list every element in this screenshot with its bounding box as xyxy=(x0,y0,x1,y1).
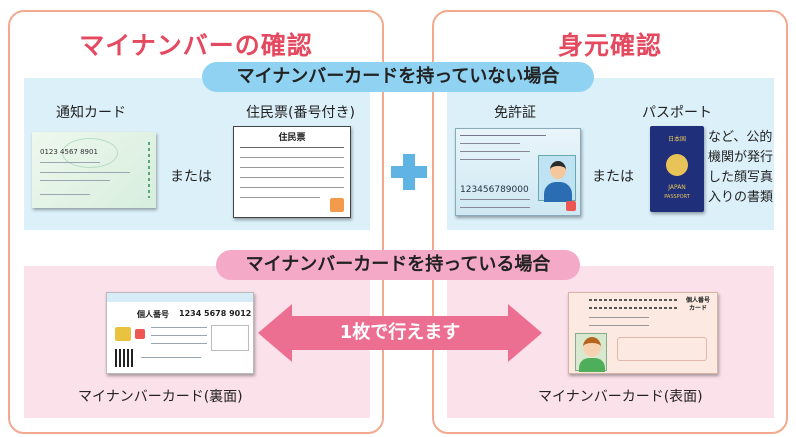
other-docs-line: 入りの書類 xyxy=(708,190,774,205)
card-front-photo xyxy=(575,333,607,372)
license-photo xyxy=(538,155,576,202)
juminhyo-doc-title: 住民票 xyxy=(278,133,306,143)
qr-code-icon xyxy=(115,349,133,367)
or-label-right: または xyxy=(592,169,634,185)
has-card-banner: マイナンバーカードを持っている場合 xyxy=(216,250,580,280)
plus-icon-vertical xyxy=(403,154,415,190)
notification-card-label: 通知カード xyxy=(56,105,126,121)
ic-chip-icon xyxy=(115,327,131,341)
single-step-text: 1枚で行えます xyxy=(339,322,461,343)
card-front-caption: マイナンバーカード(表面) xyxy=(538,389,703,405)
card-back-number: 1234 5678 9012 xyxy=(179,309,252,318)
identity-title: 身元確認 xyxy=(557,31,662,60)
my-number-title: マイナンバーの確認 xyxy=(79,31,313,60)
passport-image: 日本国 JAPAN PASSPORT xyxy=(650,126,704,212)
juminhyo-label: 住民票(番号付き) xyxy=(246,105,355,121)
chrysanthemum-seal-icon xyxy=(666,154,688,176)
card-back-caption: マイナンバーカード(裏面) xyxy=(78,389,243,405)
no-card-banner: マイナンバーカードを持っていない場合 xyxy=(202,62,594,92)
license-label: 免許証 xyxy=(494,105,536,121)
card-front-heading: 個人番号カード xyxy=(685,297,710,312)
mynumber-card-front-image: 個人番号カード xyxy=(568,292,718,374)
passport-cover-text: JAPAN xyxy=(668,184,686,191)
card-back-heading: 個人番号 xyxy=(137,310,169,319)
seal-icon xyxy=(330,198,344,212)
other-docs-line: など、公的 xyxy=(708,130,773,145)
or-label-left: または xyxy=(170,169,212,185)
other-docs-line: した顔写真 xyxy=(708,170,774,185)
notification-card-image: 0123 4567 8901 xyxy=(32,132,156,208)
other-documents-note: など、公的 機関が発行 した顔写真 入りの書類 xyxy=(708,128,773,208)
juminhyo-image: 住民票 xyxy=(233,126,351,218)
double-arrow-icon xyxy=(258,304,542,362)
mynumber-card-back-image: 個人番号 1234 5678 9012 xyxy=(106,292,254,374)
license-image: 123456789000 xyxy=(455,128,581,216)
notification-card-number: 0123 4567 8901 xyxy=(40,148,98,156)
passport-label: パスポート xyxy=(642,105,712,121)
passport-cover-sub: PASSPORT xyxy=(664,194,690,200)
license-number: 123456789000 xyxy=(460,185,529,195)
other-docs-line: 機関が発行 xyxy=(708,150,774,165)
